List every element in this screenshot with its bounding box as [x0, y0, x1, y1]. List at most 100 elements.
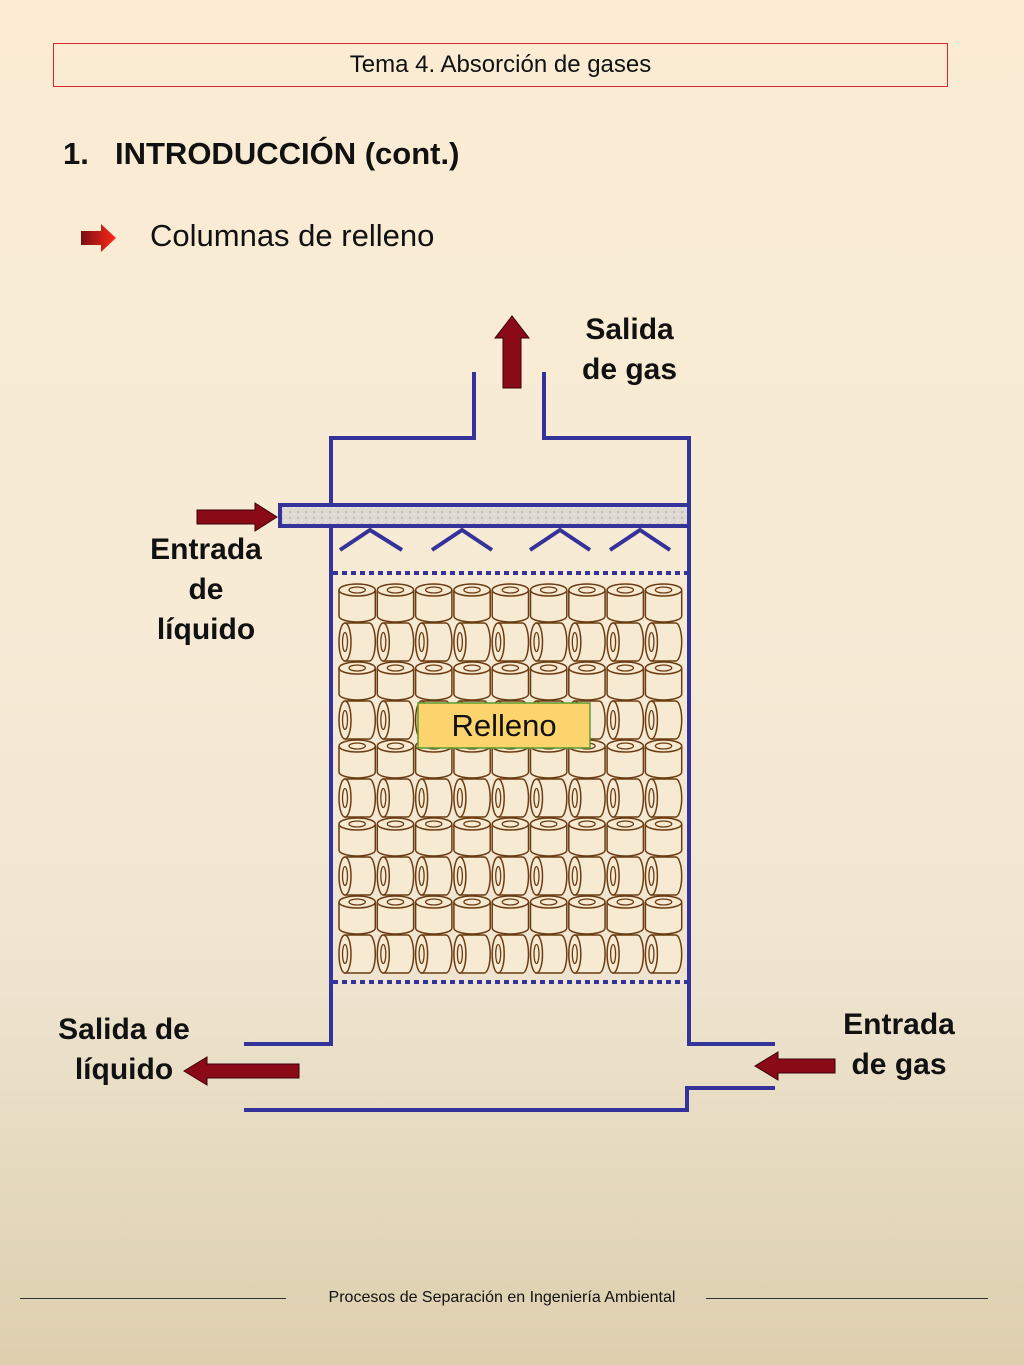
packing-ring: [491, 661, 530, 701]
packing-ring: [338, 778, 377, 818]
spray-nozzle: [608, 527, 672, 552]
packing-ring: [568, 895, 606, 935]
packing-ring: [338, 817, 377, 857]
slide-header-title: Tema 4. Absorción de gases: [349, 51, 652, 78]
packing-ring: [414, 895, 453, 935]
packing-ring: [644, 817, 683, 857]
packing-ring: [338, 934, 377, 974]
packing-ring: [644, 622, 683, 662]
packing-ring: [529, 778, 568, 818]
packing-ring: [568, 778, 606, 818]
packing-ring: [644, 856, 683, 896]
packing-ring: [453, 817, 491, 857]
packing-ring: [568, 817, 606, 857]
packing-ring: [414, 778, 453, 818]
packing-ring: [606, 778, 645, 818]
packing-ring: [376, 583, 415, 623]
gas-inlet-label-line1: Entrada: [843, 1008, 955, 1041]
packing-ring: [568, 583, 606, 623]
packing-ring: [414, 817, 453, 857]
packing-ring: [338, 856, 377, 896]
packing-ring: [376, 661, 415, 701]
packing-ring: [453, 661, 491, 701]
arrow-right-icon: [81, 222, 117, 259]
packing-ring: [568, 856, 606, 896]
packing-ring: [529, 583, 568, 623]
column-walls: [244, 372, 775, 1112]
liquid-inlet-label: Entrada de líquido: [136, 530, 276, 650]
column-right-wall: [542, 372, 775, 1046]
packing-ring: [644, 700, 683, 740]
spray-nozzle: [528, 527, 592, 552]
packing-ring: [606, 817, 645, 857]
packing-ring: [376, 856, 415, 896]
gas-inlet-label: Entrada de gas: [832, 1005, 966, 1085]
section-number: 1.: [63, 136, 89, 171]
packing-ring: [453, 778, 491, 818]
packing-ring: [529, 934, 568, 974]
slide-header: Tema 4. Absorción de gases: [53, 43, 948, 87]
packing-ring: [414, 583, 453, 623]
packing-ring: [529, 661, 568, 701]
packing-ring: [644, 778, 683, 818]
footer-divider-right: [706, 1298, 988, 1299]
column-left-wall: [244, 372, 476, 1046]
packing-ring: [414, 856, 453, 896]
packing-ring: [606, 895, 645, 935]
section-title: 1. INTRODUCCIÓN (cont.): [63, 136, 459, 172]
packing-ring: [606, 622, 645, 662]
packing-ring: [529, 895, 568, 935]
gas-inlet-arrow-icon: [754, 1051, 836, 1081]
packing-ring: [568, 661, 606, 701]
packing-ring: [338, 622, 377, 662]
packing-ring: [376, 700, 415, 740]
packing-ring: [376, 778, 415, 818]
liquid-inlet-label-line1: Entrada: [150, 533, 262, 566]
gas-outlet-label: Salida de gas: [582, 310, 677, 390]
packing-ring: [453, 622, 491, 662]
packing-label: Relleno: [451, 708, 556, 743]
packing-ring: [376, 934, 415, 974]
packing-ring: [644, 739, 683, 779]
liquid-distributor-bar: [278, 503, 691, 528]
liquid-inlet-label-line2: de: [188, 573, 224, 606]
packing-ring: [414, 622, 453, 662]
packing-ring: [606, 700, 645, 740]
packing-ring: [491, 778, 530, 818]
packing-ring: [338, 583, 377, 623]
liquid-outlet-label-line1: Salida de: [58, 1013, 190, 1046]
spray-nozzle: [430, 527, 494, 552]
packing-ring: [568, 622, 606, 662]
packing-ring: [376, 817, 415, 857]
section-title-text: INTRODUCCIÓN (cont.): [115, 136, 460, 171]
packing-ring: [453, 934, 491, 974]
packing-ring: [529, 817, 568, 857]
packing-ring: [453, 856, 491, 896]
packing-ring: [644, 661, 683, 701]
spray-nozzle: [338, 527, 404, 552]
packing-ring: [606, 934, 645, 974]
liquid-outlet-arrow-icon: [183, 1056, 300, 1086]
packing-ring: [606, 661, 645, 701]
packing-ring: [453, 583, 491, 623]
packing-ring: [414, 934, 453, 974]
packing-ring: [376, 622, 415, 662]
packing-ring: [529, 856, 568, 896]
bullet-text: Columnas de relleno: [150, 218, 435, 253]
packing-bed: [338, 583, 683, 974]
packing-ring: [568, 934, 606, 974]
liquid-sprays: [338, 527, 672, 552]
packing-ring: [644, 583, 683, 623]
packing-ring: [453, 895, 491, 935]
packing-ring: [376, 895, 415, 935]
liquid-inlet-label-line3: líquido: [156, 613, 256, 646]
liquid-outlet-label-line2: líquido: [74, 1053, 174, 1086]
packing-ring: [338, 700, 377, 740]
gas-inlet-label-line2: de gas: [851, 1048, 947, 1081]
column-bottom-outlet: [244, 1086, 775, 1112]
gas-outlet-label-line2: de gas: [582, 353, 678, 386]
footer-divider-left: [20, 1298, 286, 1299]
gas-outlet-arrow-icon: [493, 315, 531, 389]
footer-text: Procesos de Separación en Ingeniería Amb…: [328, 1289, 676, 1306]
